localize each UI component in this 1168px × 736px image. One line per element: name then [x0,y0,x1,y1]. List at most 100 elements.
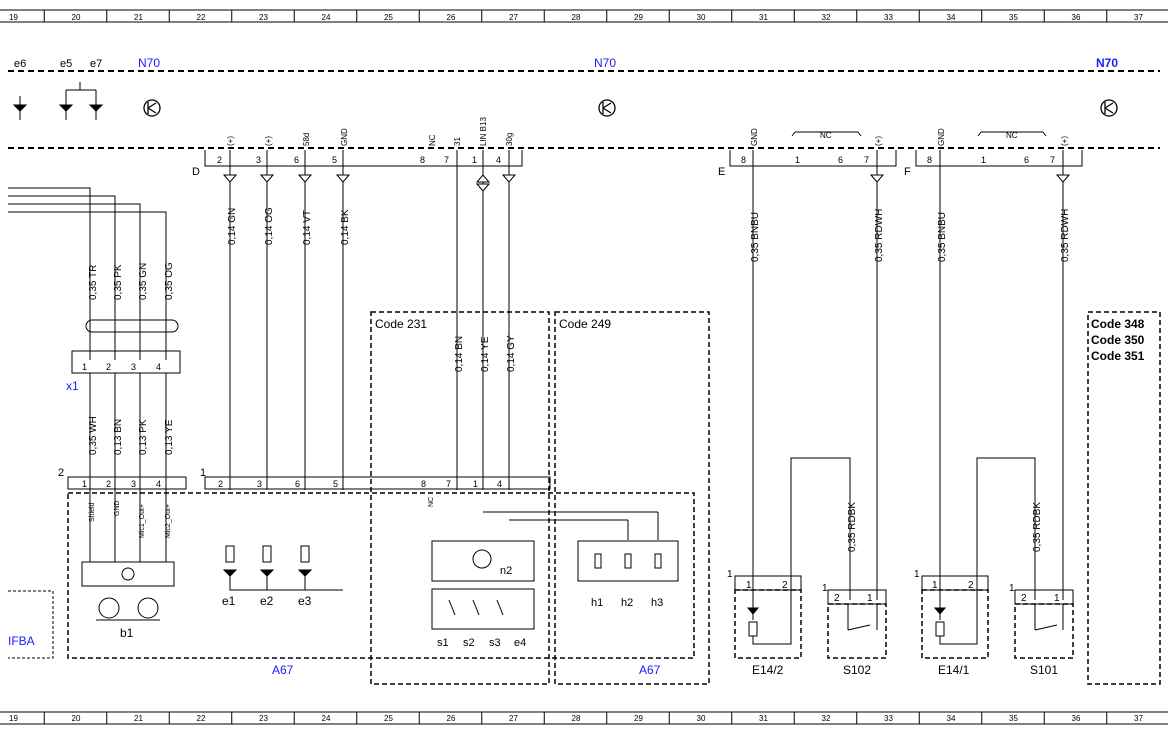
svg-text:0,35 RDBK: 0,35 RDBK [1032,502,1043,552]
module-boundary-dashed [8,70,1160,149]
component-dashed-boxes [734,589,1074,659]
svg-text:0,14 OG: 0,14 OG [264,207,275,245]
svg-text:0,14 YE: 0,14 YE [480,336,491,372]
svg-text:1: 1 [867,593,873,604]
code-348-label: Code 348 [1091,317,1145,331]
svg-text:1: 1 [472,155,477,165]
n70-label: N70 [138,56,160,70]
svg-text:2: 2 [218,479,223,489]
connector-arrows [869,174,1071,183]
connector-1-label: 1 [200,467,206,479]
grid-number-top: 35 [1009,13,1018,22]
svg-text:8: 8 [421,479,426,489]
connector-f-label: F [904,166,911,178]
svg-text:2: 2 [968,580,974,591]
svg-text:7: 7 [1050,155,1055,165]
wire-color-labels: 0,14 GN 0,14 OG 0,14 VT 0,14 BK 0,14 BN … [227,207,517,372]
ef-wire-labels: 0,35 BNBU 0,35 RDWH 0,35 RDBK 0,35 BNBU … [750,209,1071,552]
harness-wires [229,150,510,490]
svg-text:8: 8 [741,155,746,165]
svg-text:Mic2_Out+: Mic2_Out+ [165,504,172,538]
grid-number-top: 25 [384,13,393,22]
grid-number-top: 31 [759,13,768,22]
svg-text:0,13 PK: 0,13 PK [138,419,149,455]
module-a67-boundary [67,311,1161,685]
e3-label: e3 [298,594,312,608]
svg-text:1: 1 [795,155,800,165]
a67-pin-functions: Shield GND Mic1_Out+ Mic2_Out+ NC [89,497,435,538]
svg-text:4: 4 [156,479,161,489]
code-350-label: Code 350 [1091,333,1145,347]
svg-text:0,35 OG: 0,35 OG [164,262,175,300]
svg-text:1: 1 [822,583,828,594]
n2-label: n2 [500,565,512,577]
svg-text:8: 8 [420,155,425,165]
svg-text:h1: h1 [591,597,603,609]
svg-text:GND: GND [340,128,349,146]
grid-number-bottom: 32 [822,714,831,723]
svg-text:NC: NC [820,131,832,140]
switch-labels: s1 s2 s3 e4 h1 h2 h3 [437,597,663,649]
svg-text:s3: s3 [489,637,501,649]
grid-number-bottom: 20 [72,714,81,723]
svg-text:7: 7 [444,155,449,165]
svg-text:1: 1 [932,580,938,591]
grid-number-top: 19 [9,13,18,22]
svg-text:4: 4 [156,362,161,372]
svg-text:2: 2 [217,155,222,165]
svg-text:1: 1 [727,569,733,580]
svg-text:0,35 BNBU: 0,35 BNBU [937,212,948,262]
svg-text:1: 1 [746,580,752,591]
led-icon [222,545,343,591]
code-351-label: Code 351 [1091,349,1145,363]
connector-pin-numbers: 1 2 3 4 2 3 6 5 8 7 1 4 [82,479,502,489]
svg-text:4: 4 [496,155,501,165]
bottom-grid-ruler [0,711,1168,725]
svg-text:0,14 VT: 0,14 VT [302,210,313,245]
grid-number-bottom: 30 [697,714,706,723]
svg-text:(+): (+) [264,136,273,146]
code-249-label: Code 249 [559,317,611,331]
e5-label: e5 [60,58,72,70]
svg-text:3: 3 [257,479,262,489]
svg-text:h3: h3 [651,597,663,609]
e6-label: e6 [14,58,26,70]
grid-number-top: 34 [947,13,956,22]
a67-label: A67 [272,663,294,677]
svg-text:GND: GND [750,128,759,146]
grid-number-top: 28 [572,13,581,22]
grid-number-top: 32 [822,13,831,22]
svg-text:58d: 58d [302,133,311,146]
ifba-box [8,590,54,659]
svg-text:31: 31 [453,137,462,146]
n70-label: N70 [594,56,616,70]
b1-label: b1 [120,626,134,640]
grid-number-bottom: 29 [634,714,643,723]
connector-ef-pins: 8 1 6 7 8 1 6 7 [741,155,1055,165]
e2-label: e2 [260,594,274,608]
grid-number-bottom: 19 [9,714,18,723]
grid-number-top: 30 [697,13,706,22]
svg-text:h2: h2 [621,597,633,609]
svg-text:1: 1 [473,479,478,489]
svg-text:3: 3 [256,155,261,165]
grid-number-top: 36 [1072,13,1081,22]
svg-text:0,13 YE: 0,13 YE [164,419,175,455]
svg-text:0,14 BK: 0,14 BK [340,209,351,245]
svg-text:7: 7 [446,479,451,489]
svg-text:0,13 BN: 0,13 BN [113,419,124,455]
svg-text:Mic1_Out+: Mic1_Out+ [139,504,146,538]
svg-text:0,35 TR: 0,35 TR [88,265,99,300]
connector-d [204,150,523,167]
svg-text:LIN B13: LIN B13 [479,117,488,146]
x1-label: x1 [66,379,79,393]
grid-number-bottom: 24 [322,714,331,723]
grid-number-top: 29 [634,13,643,22]
svg-text:2: 2 [106,479,111,489]
shielded-harness [8,187,181,490]
svg-text:Shield: Shield [89,502,96,522]
svg-text:GND: GND [114,500,121,516]
svg-text:(+): (+) [226,136,235,146]
svg-text:1: 1 [981,155,986,165]
